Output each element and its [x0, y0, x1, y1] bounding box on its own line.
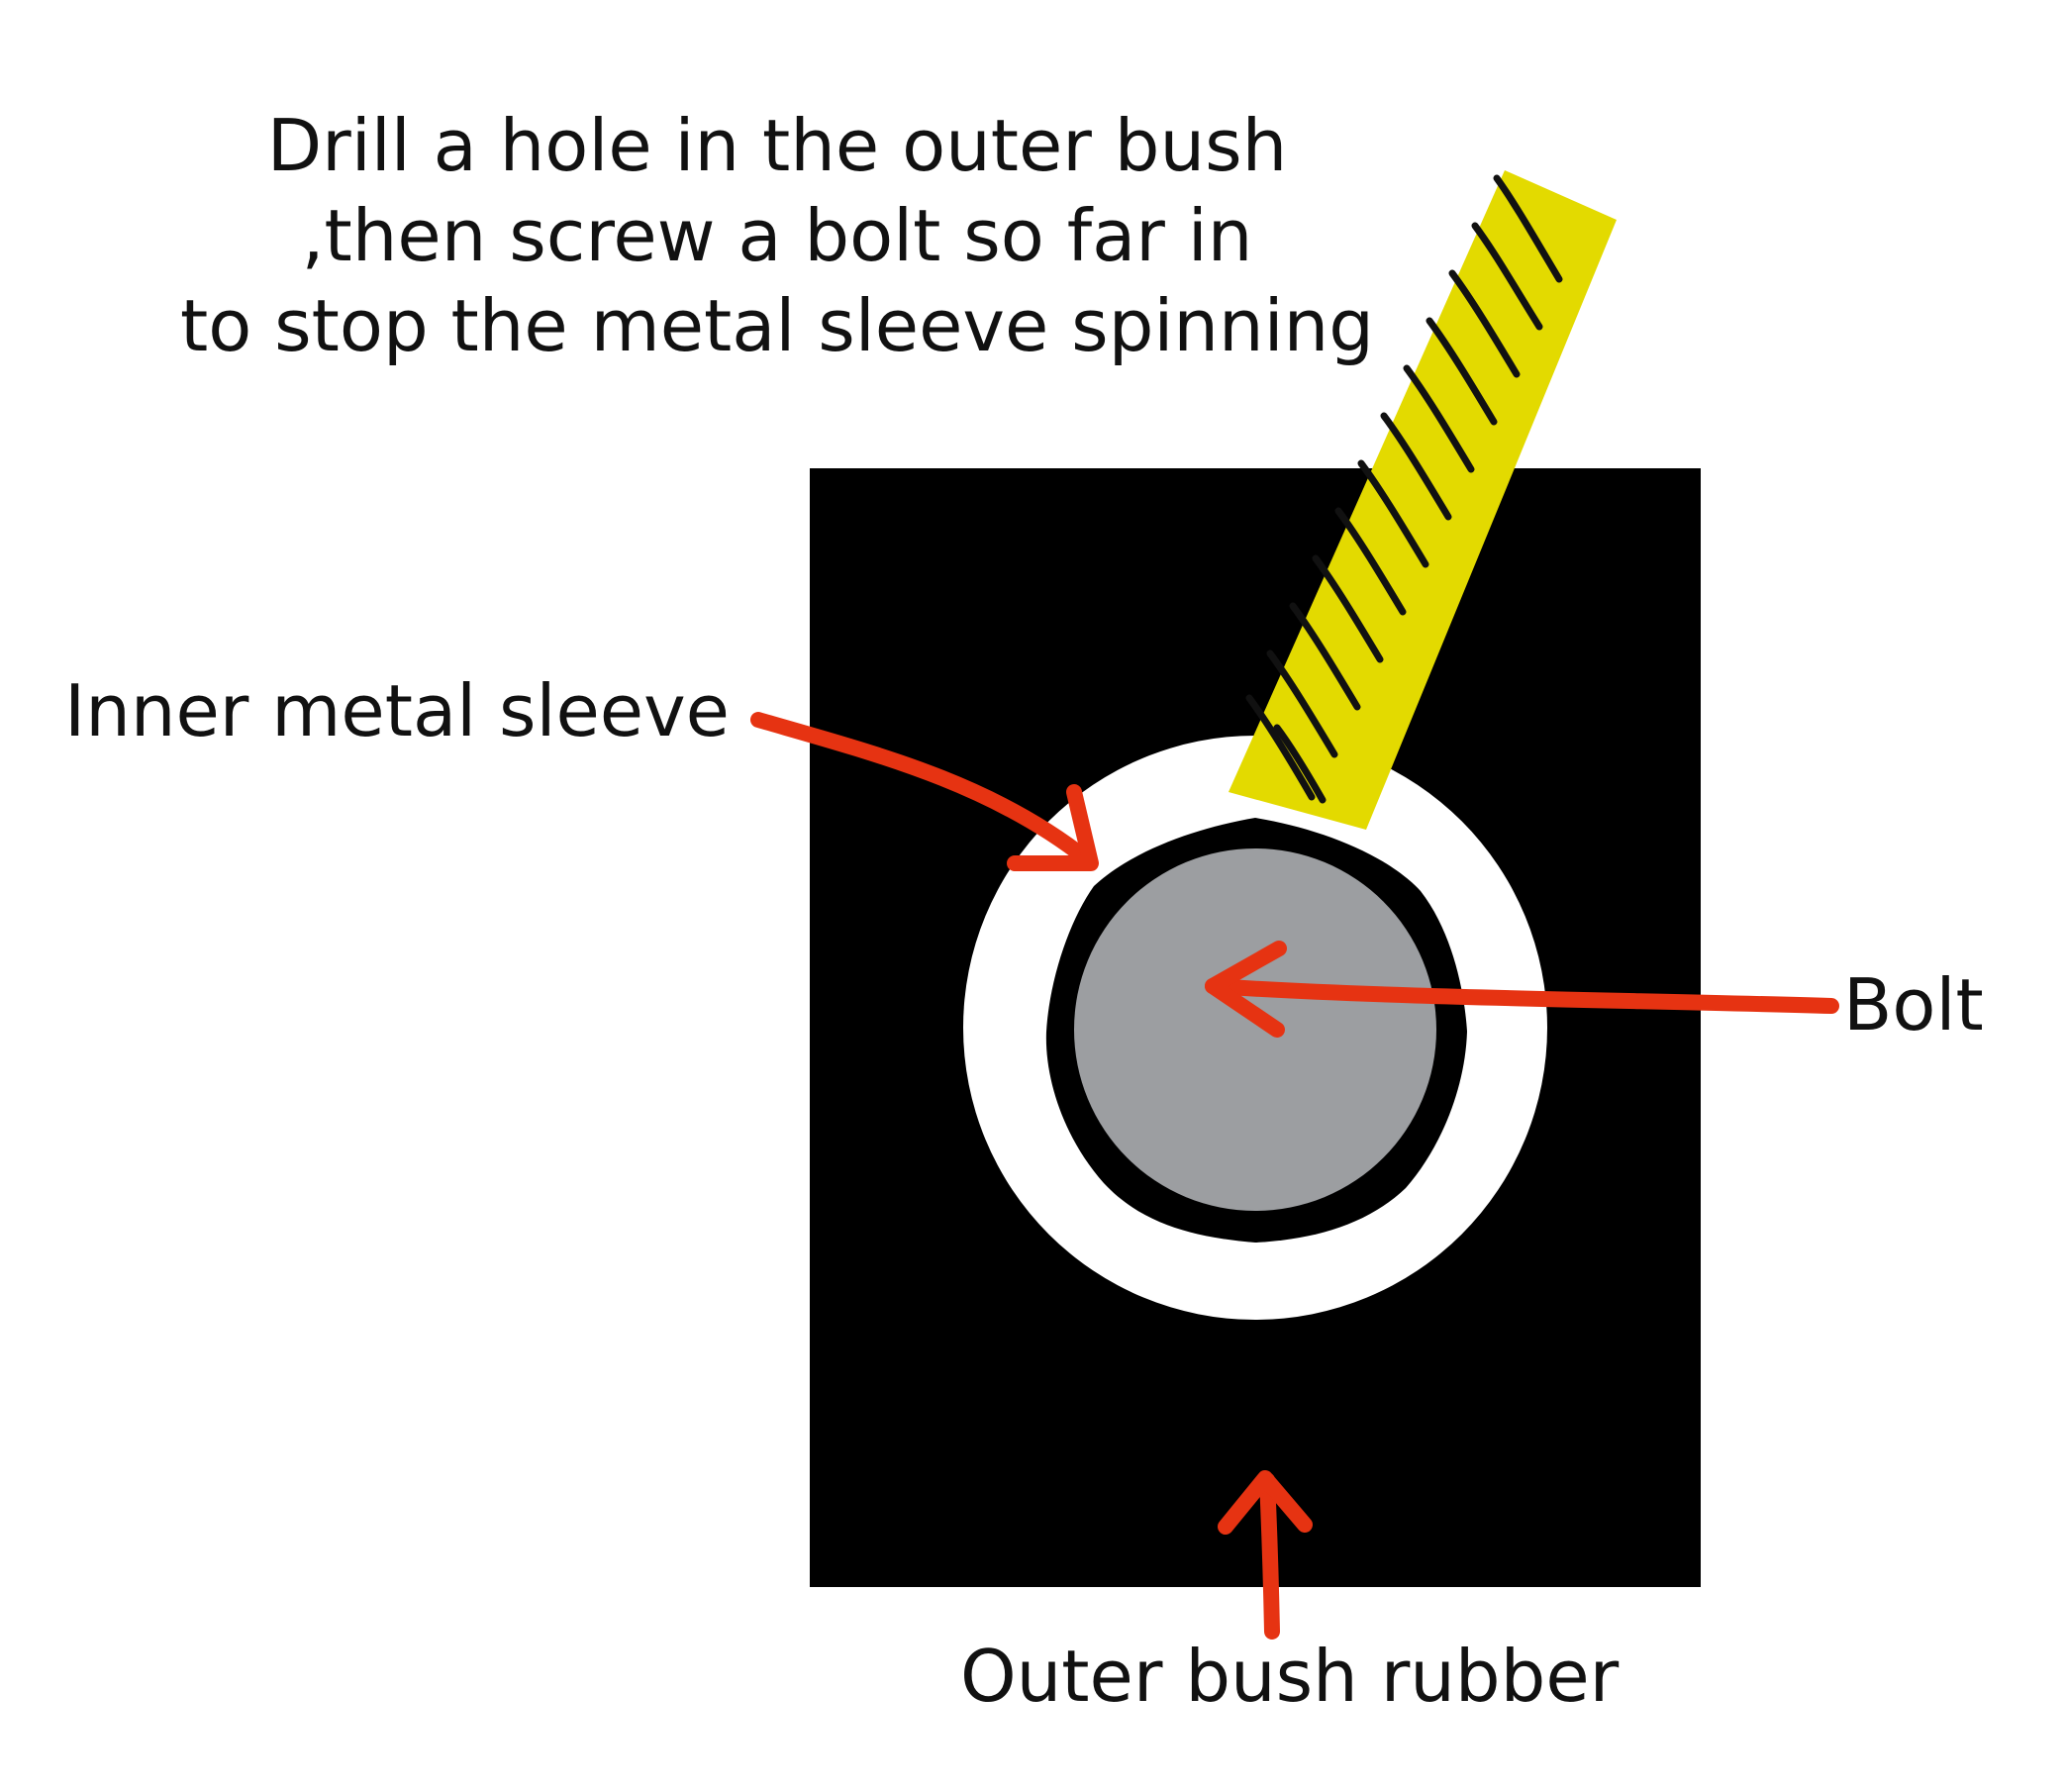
retaining-screw: [1229, 170, 1617, 830]
instruction-line-3: to stop the metal sleeve spinning: [180, 284, 1374, 367]
instruction-line-2: ,then screw a bolt so far in: [302, 194, 1253, 277]
label-bolt: Bolt: [1843, 963, 1984, 1046]
arrow-head: [1218, 1470, 1313, 1535]
screw-body: [1229, 170, 1617, 830]
arrow-inner-metal-sleeve: [750, 712, 1099, 871]
screw-thread: [1266, 649, 1338, 758]
screw-thread: [1403, 364, 1475, 473]
instruction-line-1: Drill a hole in the outer bush: [267, 104, 1288, 187]
arrow-shaft: [750, 712, 1095, 867]
screw-thread: [1357, 459, 1429, 568]
arrow-head: [1007, 784, 1099, 871]
screw-thread: [1289, 602, 1361, 711]
screw-thread: [1471, 222, 1543, 331]
screw-thread: [1312, 554, 1384, 663]
arrow-outer-bush-rubber: [1218, 1470, 1313, 1640]
screw-thread: [1448, 269, 1521, 378]
screw-thread: [1380, 412, 1452, 521]
arrow-head: [1205, 941, 1287, 1038]
label-inner-metal-sleeve: Inner metal sleeve: [64, 669, 730, 752]
screw-thread: [1426, 317, 1498, 426]
label-outer-bush-rubber: Outer bush rubber: [960, 1635, 1620, 1718]
screw-thread: [1334, 507, 1407, 616]
screw-thread: [1245, 694, 1316, 801]
arrow-shaft: [1205, 978, 1839, 1014]
screw-thread: [1273, 724, 1327, 804]
bolt-core: [1074, 848, 1436, 1211]
arrow-shaft: [1259, 1472, 1280, 1640]
arrow-bolt: [1205, 941, 1839, 1038]
screw-thread: [1493, 174, 1563, 283]
